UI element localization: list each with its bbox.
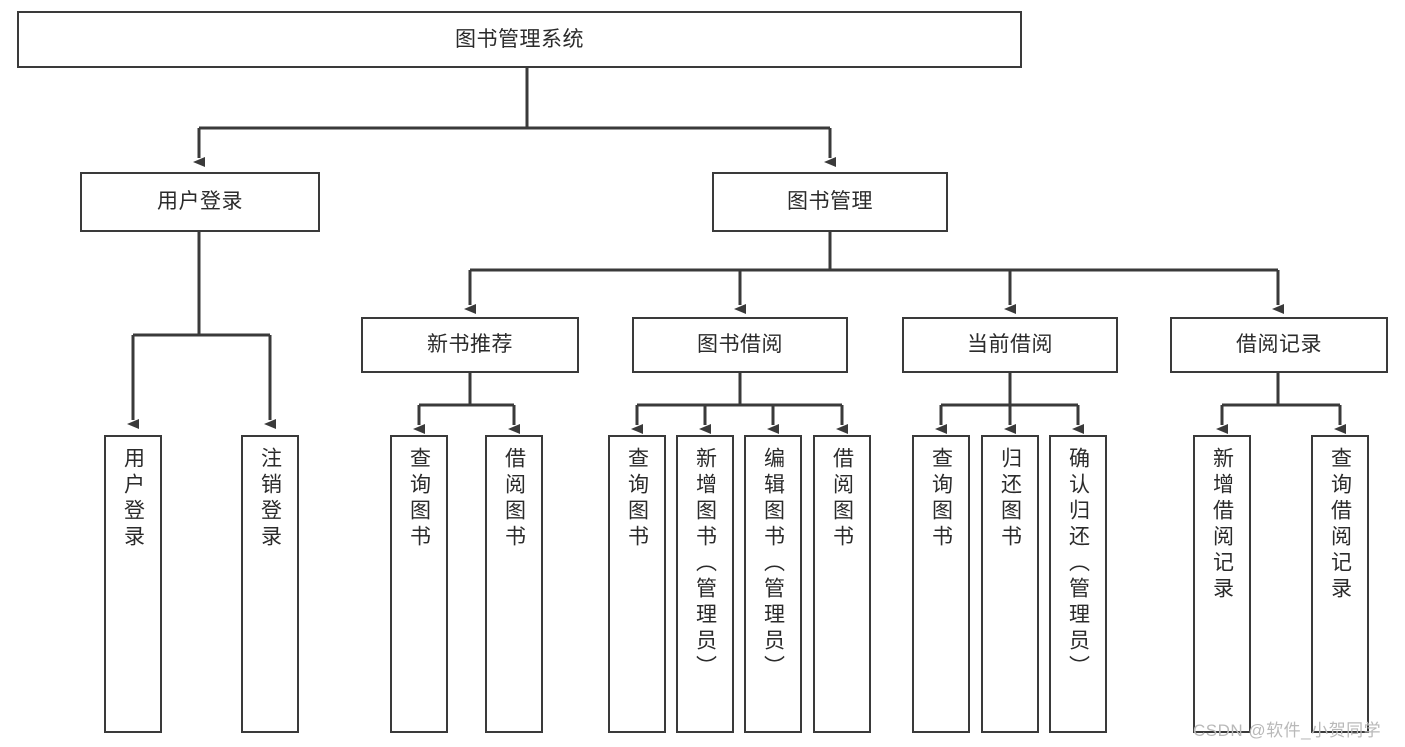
leaf-query-book-nb-label: 查询图书	[407, 447, 431, 551]
leaf-logout[interactable]: 注销登录	[241, 435, 299, 733]
leaf-user-login-label: 用户登录	[121, 447, 145, 551]
leaf-confirm-return-admin[interactable]: 确认归还（管理员）	[1049, 435, 1107, 733]
node-borrow-record[interactable]: 借阅记录	[1170, 317, 1388, 373]
leaf-logout-label: 注销登录	[258, 447, 282, 551]
leaf-add-borrow-record[interactable]: 新增借阅记录	[1193, 435, 1251, 733]
node-book-borrow-label: 图书借阅	[697, 333, 783, 357]
node-root[interactable]: 图书管理系统	[17, 11, 1022, 68]
node-book-borrow[interactable]: 图书借阅	[632, 317, 848, 373]
node-current-borrow-label: 当前借阅	[967, 333, 1053, 357]
leaf-confirm-return-admin-label: 确认归还（管理员）	[1066, 447, 1090, 681]
node-borrow-record-label: 借阅记录	[1236, 333, 1322, 357]
leaf-edit-book-admin[interactable]: 编辑图书（管理员）	[744, 435, 802, 733]
leaf-return-book[interactable]: 归还图书	[981, 435, 1039, 733]
node-root-label: 图书管理系统	[455, 27, 584, 51]
leaf-query-book-bb-label: 查询图书	[625, 447, 649, 551]
leaf-edit-book-admin-label: 编辑图书（管理员）	[761, 447, 785, 681]
leaf-user-login[interactable]: 用户登录	[104, 435, 162, 733]
leaf-query-book-cb[interactable]: 查询图书	[912, 435, 970, 733]
leaf-borrow-book-nb-label: 借阅图书	[502, 447, 526, 551]
node-new-book-recommend-label: 新书推荐	[427, 333, 513, 357]
leaf-query-book-cb-label: 查询图书	[929, 447, 953, 551]
leaf-query-borrow-record[interactable]: 查询借阅记录	[1311, 435, 1369, 733]
leaf-add-book-admin[interactable]: 新增图书（管理员）	[676, 435, 734, 733]
leaf-query-book-nb[interactable]: 查询图书	[390, 435, 448, 733]
csdn-watermark: CSDN @软件_小贺同学	[1193, 721, 1382, 740]
leaf-add-book-admin-label: 新增图书（管理员）	[693, 447, 717, 681]
leaf-query-book-bb[interactable]: 查询图书	[608, 435, 666, 733]
node-user-login[interactable]: 用户登录	[80, 172, 320, 232]
node-user-login-label: 用户登录	[157, 190, 243, 214]
node-book-manage-label: 图书管理	[787, 190, 873, 214]
leaf-return-book-label: 归还图书	[998, 447, 1022, 551]
leaf-query-borrow-record-label: 查询借阅记录	[1328, 447, 1352, 603]
node-new-book-recommend[interactable]: 新书推荐	[361, 317, 579, 373]
node-book-manage[interactable]: 图书管理	[712, 172, 948, 232]
leaf-borrow-book-bb[interactable]: 借阅图书	[813, 435, 871, 733]
leaf-add-borrow-record-label: 新增借阅记录	[1210, 447, 1234, 603]
leaf-borrow-book-bb-label: 借阅图书	[830, 447, 854, 551]
leaf-borrow-book-nb[interactable]: 借阅图书	[485, 435, 543, 733]
node-current-borrow[interactable]: 当前借阅	[902, 317, 1118, 373]
